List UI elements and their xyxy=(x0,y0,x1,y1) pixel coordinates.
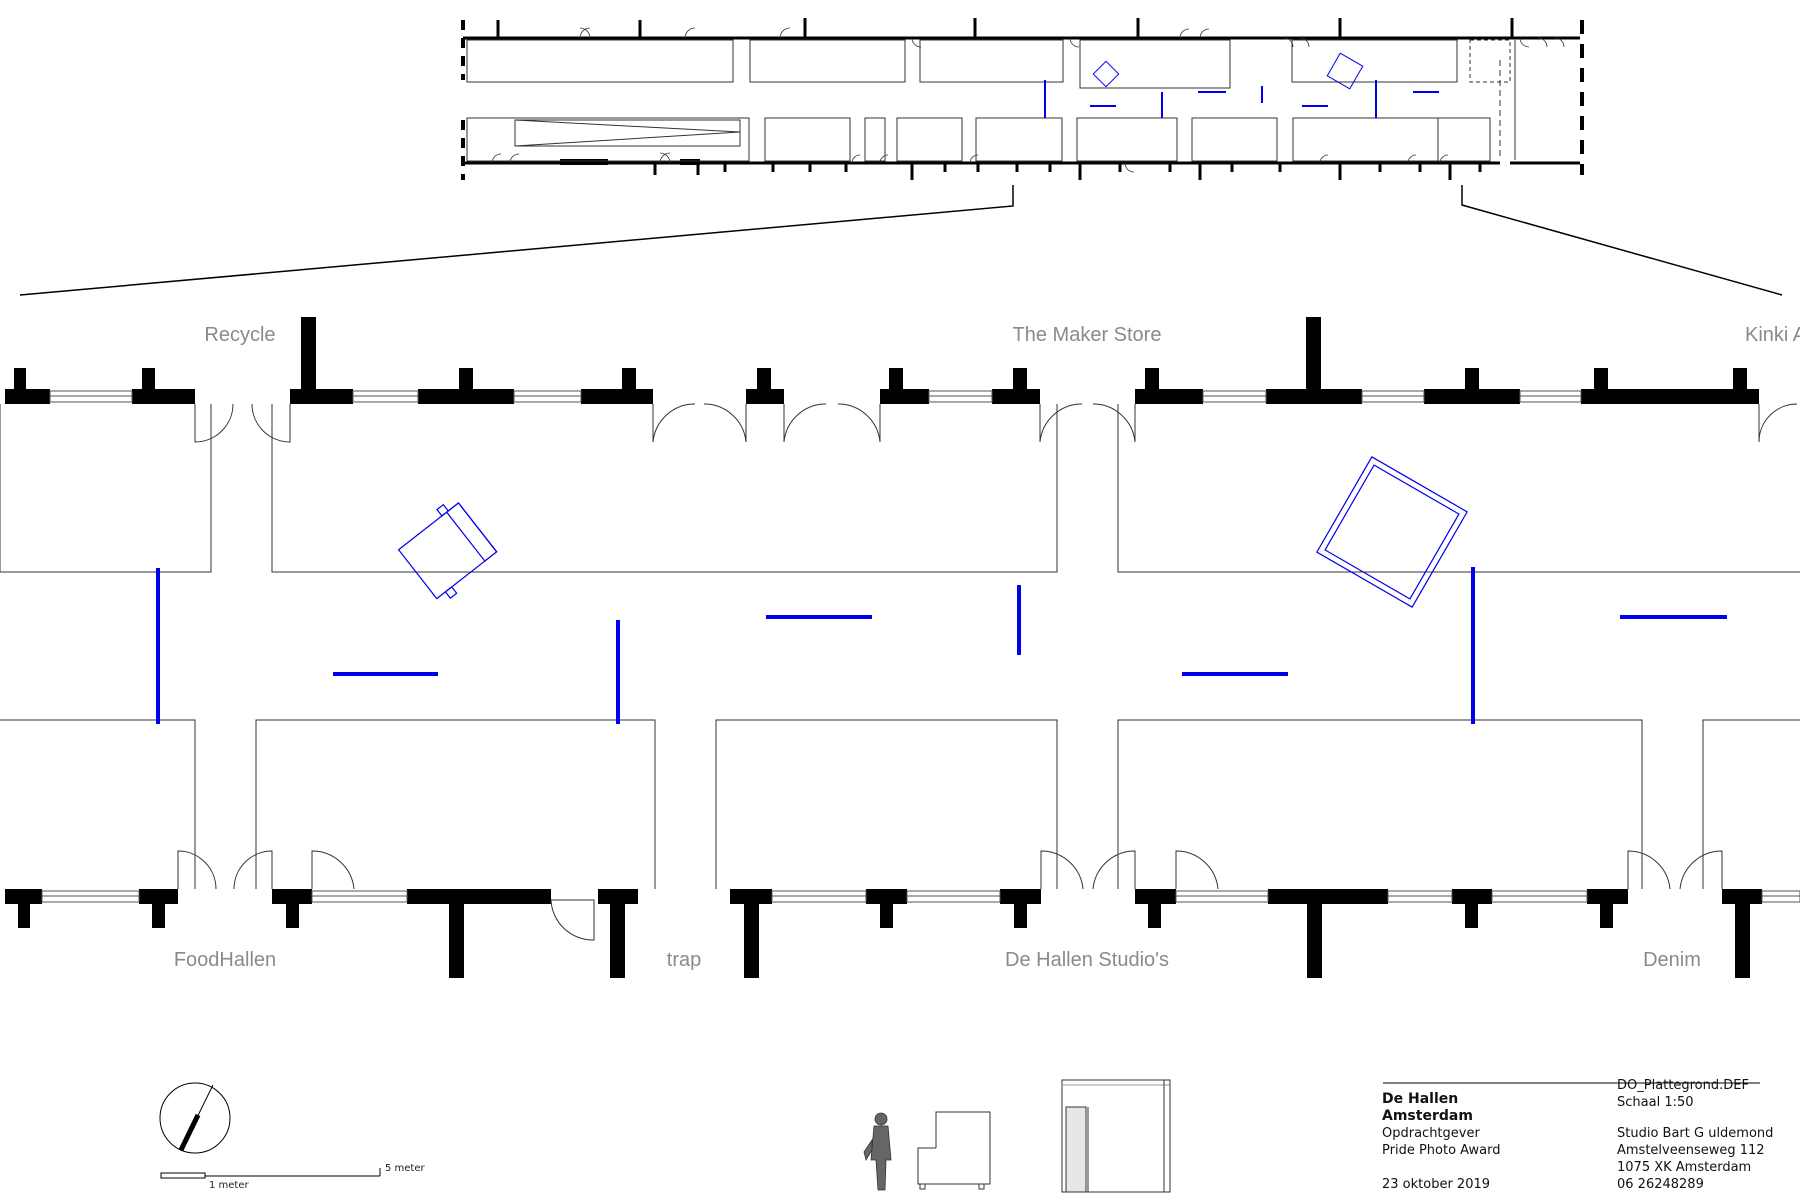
person-silhouette-icon xyxy=(863,1112,892,1191)
room-label-studios: De Hallen Studio's xyxy=(1005,949,1169,971)
display-section xyxy=(1061,1079,1171,1193)
client-name: Pride Photo Award xyxy=(1382,1143,1501,1158)
display-elevation xyxy=(917,1111,991,1190)
room-label-recycle: Recycle xyxy=(204,324,275,346)
studio-street: Amstelveenseweg 112 xyxy=(1617,1143,1765,1158)
callout-lines xyxy=(19,185,1783,296)
scale-label-5m: 5 meter xyxy=(385,1163,425,1174)
venue-city: Amsterdam xyxy=(1382,1108,1473,1124)
scale-bar xyxy=(160,1168,381,1179)
client-label: Opdrachtgever xyxy=(1382,1126,1480,1141)
studio-name: Studio Bart G uldemond xyxy=(1617,1126,1774,1141)
scale-label-1m: 1 meter xyxy=(209,1180,249,1191)
room-label-maker-store: The Maker Store xyxy=(1013,324,1162,346)
key-plan xyxy=(461,18,1584,180)
drawing-date: 23 oktober 2019 xyxy=(1382,1177,1491,1192)
title-block-left: De Hallen Amsterdam Opdrachtgever Pride … xyxy=(1382,1091,1501,1193)
room-label-kinki: Kinki A xyxy=(1745,324,1800,346)
room-label-foodhallen: FoodHallen xyxy=(174,949,276,971)
venue-name: De Hallen xyxy=(1382,1091,1459,1107)
drawing-scale: Schaal 1:50 xyxy=(1617,1095,1694,1110)
detail-plan: Recycle The Maker Store Kinki A FoodHall… xyxy=(0,317,1800,978)
studio-city: 1075 XK Amsterdam xyxy=(1617,1160,1752,1175)
room-label-trap: trap xyxy=(667,949,701,971)
file-name: DO_Plattegrond.DEF xyxy=(1617,1078,1749,1093)
title-block-right: DO_Plattegrond.DEF Schaal 1:50 Studio Ba… xyxy=(1617,1077,1773,1193)
north-arrow-icon xyxy=(159,1082,231,1154)
room-label-denim: Denim xyxy=(1643,949,1701,971)
studio-phone: 06 26248289 xyxy=(1617,1177,1704,1192)
